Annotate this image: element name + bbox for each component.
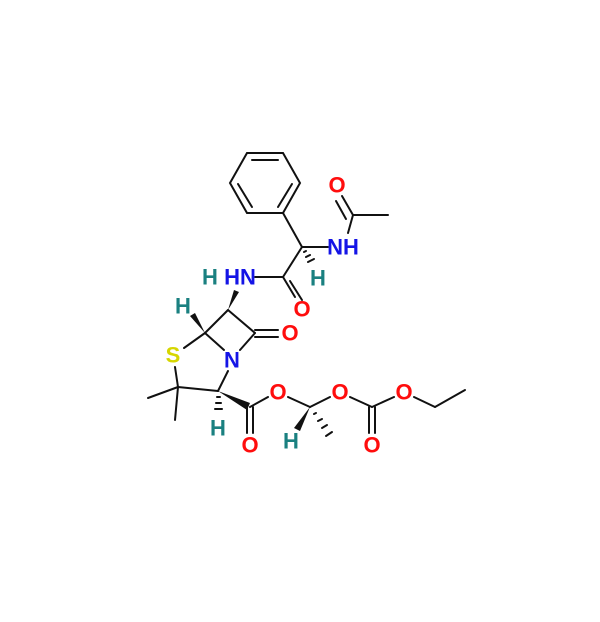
atom-h-c3: H — [210, 416, 226, 441]
atom-o-amide: O — [293, 297, 310, 322]
atom-o-carbonate-carbonyl: O — [363, 433, 380, 458]
atom-n-ring: N — [224, 348, 240, 373]
atom-o-carbonate: O — [395, 380, 412, 405]
bond — [282, 212, 303, 248]
atom-h-alpha: H — [310, 266, 326, 291]
bonds — [147, 152, 466, 437]
atom-o-ester-carbonyl: O — [241, 433, 258, 458]
atom-h-c7: H — [202, 265, 218, 290]
atom-o-ester: O — [269, 380, 286, 405]
atom-o-lactam: O — [281, 321, 298, 346]
atom-nh-acetyl: NH — [327, 235, 359, 260]
atom-h-ch: H — [283, 429, 299, 454]
atom-h-c6: H — [175, 294, 191, 319]
atom-s-ring: S — [166, 343, 181, 368]
atom-hn-amide: HN — [224, 265, 256, 290]
atom-labels: O NH H H HN O H O S N H O O H O O O — [166, 173, 413, 458]
atom-o-acetyl: O — [328, 173, 345, 198]
atom-o-ether: O — [331, 380, 348, 405]
benzene-ring — [228, 152, 302, 214]
